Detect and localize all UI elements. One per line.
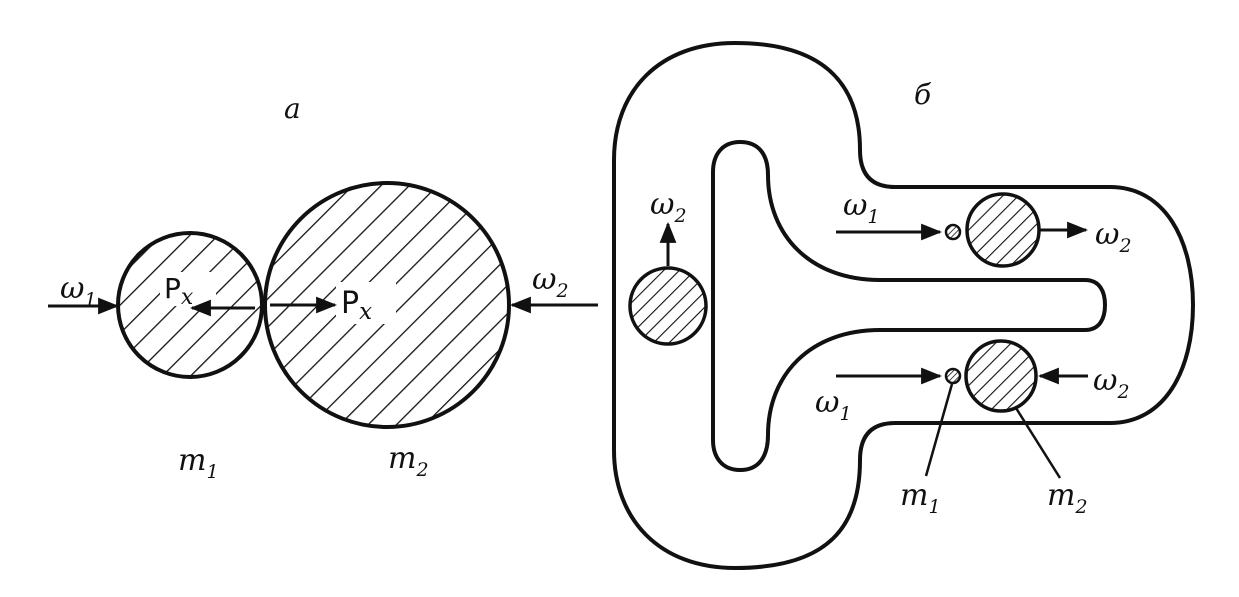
panel-a: a ω1 ω2 Px Px m1 m2 (48, 92, 598, 483)
panel-a-label: a (284, 92, 301, 125)
omega2-label-lower: ω2 (1093, 363, 1130, 403)
particle-lower-large (964, 339, 1038, 413)
omega2-label-left-chamber: ω2 (650, 187, 687, 227)
omega2-label-a: ω2 (532, 262, 569, 302)
force-label-right: Px (341, 286, 372, 325)
particle-left-chamber (628, 266, 708, 346)
omega1-label-lower: ω1 (815, 385, 852, 425)
omega1-label-a: ω1 (60, 271, 97, 311)
mass1-label-a: m1 (178, 443, 219, 483)
omega2-label-upper: ω2 (1095, 217, 1132, 257)
particle-upper-large (965, 192, 1041, 268)
mass1-label-b: m1 (900, 478, 941, 518)
force-label-right-bg (336, 282, 396, 324)
leader-m2 (1014, 407, 1062, 479)
particle-upper-small (944, 223, 962, 241)
leader-m1 (924, 383, 954, 477)
mass2-label-a: m2 (388, 441, 429, 481)
panel-b: б ω2 ω1 ω2 ω1 ω2 m1 m2 (612, 41, 1195, 570)
force-label-left: Px (164, 272, 194, 310)
mass2-label-b: m2 (1047, 478, 1088, 518)
particle-lower-small (944, 367, 962, 385)
panel-b-label: б (914, 78, 932, 111)
channel-inner-core (711, 140, 1107, 472)
channel-outer-wall (612, 41, 1195, 570)
omega1-label-upper: ω1 (843, 188, 880, 228)
